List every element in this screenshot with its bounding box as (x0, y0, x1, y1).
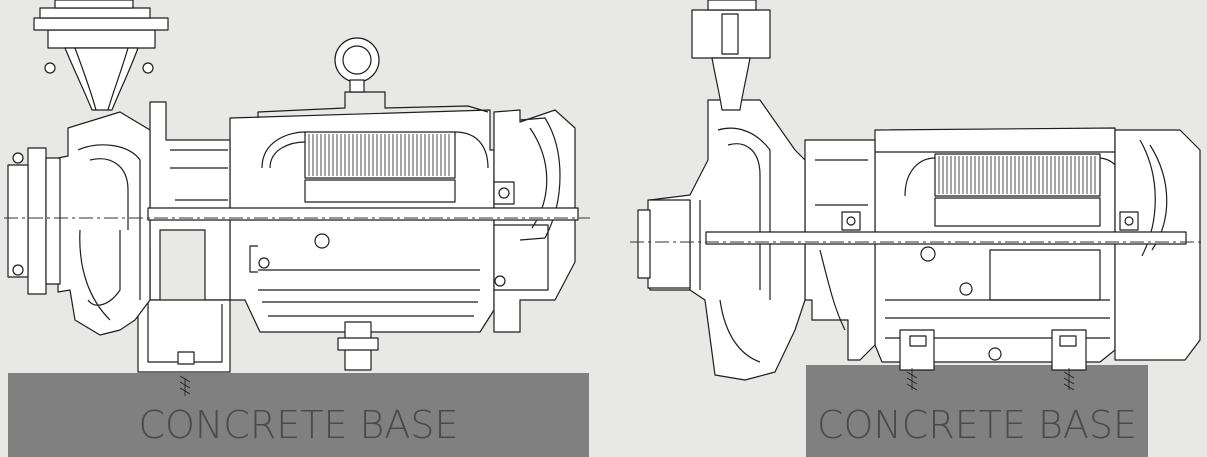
left-eyebolt (334, 37, 380, 93)
right-stator-fins (934, 153, 1101, 227)
left-pump (4, 0, 590, 396)
concrete-base-left-label: CONCRETE BASE (138, 403, 459, 447)
concrete-base-right: CONCRETE BASE (806, 365, 1148, 457)
right-fin-lines (938, 156, 1096, 194)
left-fin-lines (308, 134, 450, 176)
concrete-base-left: CONCRETE BASE (8, 373, 589, 457)
right-pump (630, 0, 1205, 391)
left-stator-fins (304, 131, 456, 203)
concrete-base-right-label: CONCRETE BASE (816, 403, 1138, 447)
